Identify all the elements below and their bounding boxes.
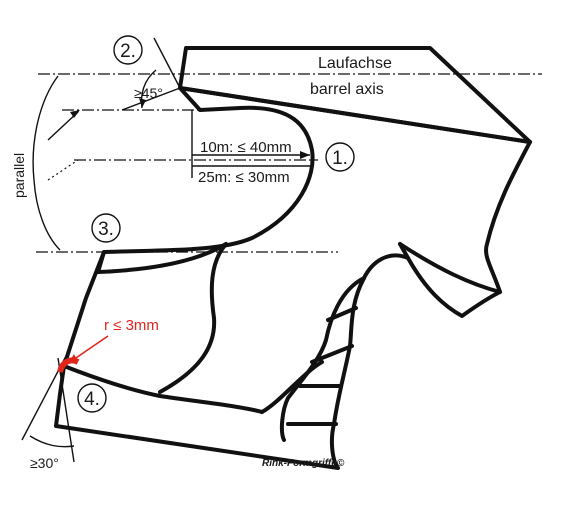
marker-4: 4. bbox=[84, 389, 100, 410]
angle-top-arrow bbox=[139, 98, 146, 108]
rink-formgriffe-logo: Rink-Formgriffe© bbox=[262, 458, 345, 469]
laufachse-label: Laufachse bbox=[318, 55, 392, 72]
width-25m-label: 25m: ≤ 30mm bbox=[198, 169, 290, 186]
angle-top-label: ≥45° bbox=[134, 85, 163, 101]
angle-top-line-b bbox=[121, 87, 181, 111]
marker-2: 2. bbox=[120, 41, 136, 62]
marker-3-circle bbox=[91, 213, 121, 243]
parallel-arrow-1 bbox=[47, 111, 79, 141]
marker-2-circle bbox=[113, 35, 143, 65]
angle-top-line-a bbox=[153, 37, 181, 89]
radius-arrow-head bbox=[68, 354, 78, 364]
angle-bottom-line-b bbox=[57, 357, 75, 463]
parallel-arrow-2 bbox=[47, 159, 79, 181]
angle-bottom-label: ≥30° bbox=[30, 455, 59, 471]
palm-rest-edge bbox=[96, 242, 228, 274]
heel-line bbox=[62, 364, 264, 414]
marker-3: 3. bbox=[98, 219, 114, 240]
marker-1-circle bbox=[325, 142, 355, 172]
finger-groove-back bbox=[398, 242, 502, 294]
marker-4-circle bbox=[77, 383, 107, 413]
parallel-arrow-head-1 bbox=[70, 110, 80, 118]
angle-bottom-arc bbox=[29, 435, 75, 448]
parallel-bracket bbox=[32, 75, 61, 251]
finger-divider-1 bbox=[326, 306, 358, 322]
marker-1: 1. bbox=[332, 148, 348, 169]
radius-label: r ≤ 3mm bbox=[104, 317, 159, 334]
parallel-label: parallel bbox=[11, 153, 27, 198]
radius-arrow bbox=[69, 335, 109, 363]
thumb-rest-curve bbox=[158, 242, 228, 394]
finger-curve bbox=[260, 360, 324, 414]
barrel-axis-label: barrel axis bbox=[310, 81, 384, 98]
finger-divider-2 bbox=[310, 344, 354, 364]
width-10m-label: 10m: ≤ 40mm bbox=[200, 139, 292, 156]
width-arrow-head bbox=[300, 151, 310, 159]
